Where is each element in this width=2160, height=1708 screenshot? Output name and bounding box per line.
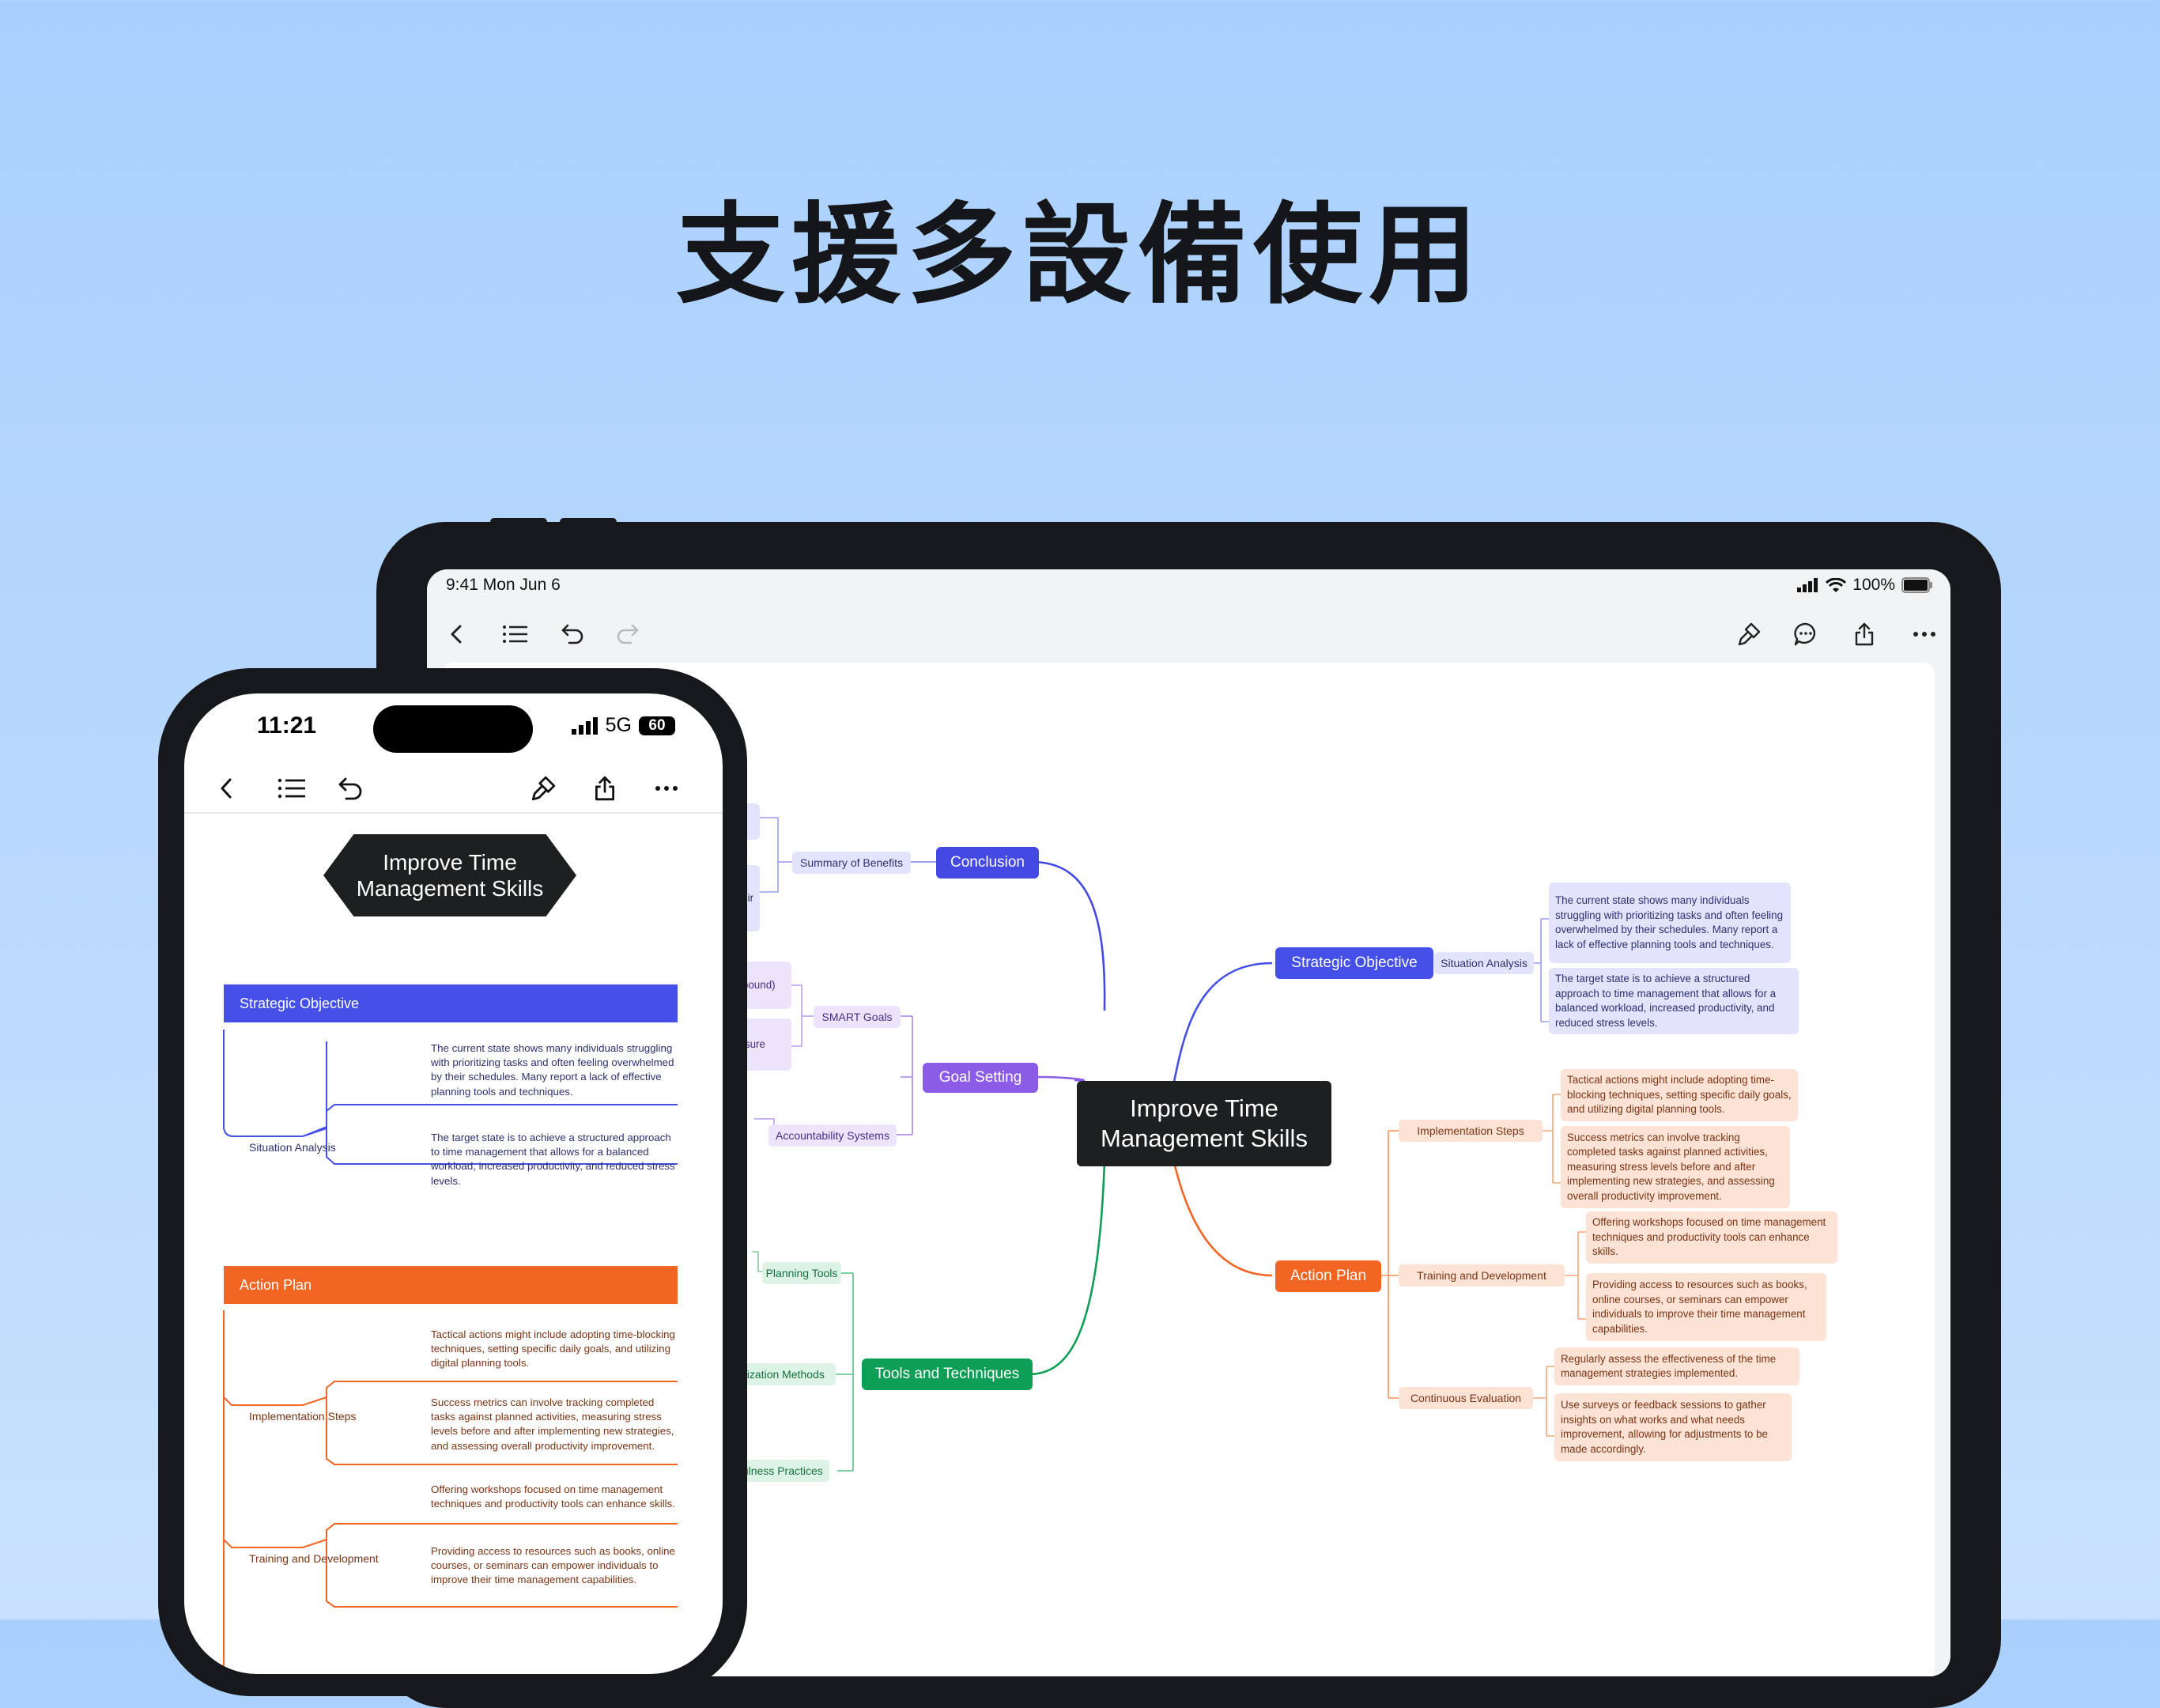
subtopic-implementation-steps[interactable]: Implementation Steps bbox=[1399, 1120, 1543, 1142]
phone-providing-access[interactable]: Providing access to resources such as bo… bbox=[431, 1545, 675, 1586]
phone-implementation-steps[interactable]: Implementation Steps bbox=[249, 1410, 357, 1423]
subtopic-mindfulness-practices[interactable]: dfulness Practices bbox=[727, 1460, 829, 1482]
phone-tactical-actions[interactable]: Tactical actions might include adopting … bbox=[431, 1328, 675, 1370]
share-icon bbox=[595, 776, 615, 801]
undo-button[interactable] bbox=[553, 615, 591, 653]
back-button[interactable] bbox=[438, 615, 476, 653]
more-button[interactable] bbox=[1905, 615, 1943, 653]
outline-button[interactable] bbox=[497, 615, 534, 653]
section-action-plan[interactable]: Action Plan bbox=[224, 1266, 678, 1304]
phone-situation-analysis[interactable]: Situation Analysis bbox=[249, 1141, 336, 1154]
ellipsis-icon bbox=[655, 786, 678, 791]
phone-central-topic[interactable]: Improve Time Management Skills bbox=[323, 834, 576, 916]
battery-icon: 60 bbox=[639, 716, 675, 735]
list-icon bbox=[503, 625, 527, 643]
topic-goal-setting[interactable]: Goal Setting bbox=[923, 1063, 1038, 1093]
battery-icon bbox=[1901, 577, 1932, 593]
share-button[interactable] bbox=[1845, 615, 1883, 653]
phone-offering-workshops[interactable]: Offering workshops focused on time manag… bbox=[431, 1483, 675, 1510]
undo-icon bbox=[338, 777, 362, 800]
phone-clock: 11:21 bbox=[257, 712, 317, 739]
wifi-icon bbox=[1826, 577, 1847, 592]
phone-share-button[interactable] bbox=[586, 769, 624, 807]
format-button[interactable] bbox=[1730, 615, 1768, 653]
subtopic-accountability-systems[interactable]: Accountability Systems bbox=[768, 1124, 897, 1147]
subtopic-situation-analysis[interactable]: Situation Analysis bbox=[1434, 952, 1534, 974]
list-icon bbox=[278, 778, 305, 799]
topic-strategic-objective[interactable]: Strategic Objective bbox=[1275, 947, 1433, 979]
topic-conclusion[interactable]: Conclusion bbox=[936, 847, 1039, 879]
undo-icon bbox=[561, 624, 583, 644]
tablet-battery-label: 100% bbox=[1852, 576, 1895, 594]
phone-success-metrics[interactable]: Success metrics can involve tracking com… bbox=[431, 1396, 674, 1452]
network-label: 5G bbox=[605, 714, 632, 736]
chevron-left-icon bbox=[451, 625, 462, 644]
phone-more-button[interactable] bbox=[648, 769, 685, 807]
signal-icon bbox=[1797, 578, 1818, 592]
leaf-target-state[interactable]: The target state is to achieve a structu… bbox=[1549, 968, 1799, 1034]
subtopic-continuous-evaluation[interactable]: Continuous Evaluation bbox=[1399, 1387, 1533, 1409]
paintbrush-icon bbox=[1738, 622, 1761, 646]
toolbar-divider bbox=[184, 812, 723, 814]
headline: 支援多設備使用 bbox=[675, 191, 1484, 319]
phone-back-button[interactable] bbox=[208, 769, 246, 807]
chevron-left-icon bbox=[221, 778, 232, 799]
phone-format-button[interactable] bbox=[524, 769, 562, 807]
phone-outline-button[interactable] bbox=[273, 769, 311, 807]
dynamic-island bbox=[373, 705, 533, 753]
tablet-status-bar: 9:41 Mon Jun 6 100% bbox=[427, 569, 1950, 604]
comment-button[interactable] bbox=[1787, 615, 1825, 653]
phone-current-state[interactable]: The current state shows many individuals… bbox=[431, 1042, 674, 1098]
ellipsis-icon bbox=[1913, 632, 1935, 637]
phone-toolbar bbox=[184, 763, 723, 815]
central-topic[interactable]: Improve Time Management Skills bbox=[1077, 1081, 1331, 1166]
subtopic-smart-goals[interactable]: SMART Goals bbox=[814, 1006, 901, 1028]
leaf-success-metrics[interactable]: Success metrics can involve tracking com… bbox=[1561, 1126, 1790, 1208]
leaf-current-state[interactable]: The current state shows many individuals… bbox=[1549, 882, 1791, 963]
phone-status-right: 5G 60 bbox=[571, 714, 675, 737]
redo-icon bbox=[617, 624, 639, 644]
phone-undo-button[interactable] bbox=[331, 769, 369, 807]
share-icon bbox=[1855, 622, 1874, 646]
leaf-tactical-actions[interactable]: Tactical actions might include adopting … bbox=[1561, 1069, 1798, 1121]
subtopic-planning-tools[interactable]: Planning Tools bbox=[762, 1262, 841, 1284]
section-strategic-objective[interactable]: Strategic Objective bbox=[224, 984, 678, 1022]
tablet-clock: 9:41 Mon Jun 6 bbox=[446, 576, 561, 594]
tablet-toolbar bbox=[427, 604, 1950, 664]
phone-screen: 11:21 5G 60 Improve Time Management Skil… bbox=[184, 693, 723, 1674]
leaf-use-surveys[interactable]: Use surveys or feedback sessions to gath… bbox=[1554, 1393, 1792, 1461]
phone-target-state[interactable]: The target state is to achieve a structu… bbox=[431, 1132, 675, 1187]
subtopic-summary-of-benefits[interactable]: Summary of Benefits bbox=[792, 852, 911, 874]
phone-battery-label: 60 bbox=[648, 716, 666, 734]
signal-icon bbox=[571, 716, 598, 735]
topic-tools-and-techniques[interactable]: Tools and Techniques bbox=[862, 1358, 1033, 1390]
topic-action-plan[interactable]: Action Plan bbox=[1275, 1260, 1381, 1292]
subtopic-training-and-development[interactable]: Training and Development bbox=[1399, 1264, 1565, 1287]
comment-icon bbox=[1794, 622, 1816, 646]
phone-outline-connectors bbox=[223, 1030, 678, 1674]
leaf-offering-workshops[interactable]: Offering workshops focused on time manag… bbox=[1586, 1211, 1837, 1264]
leaf-regularly-assess[interactable]: Regularly assess the effectiveness of th… bbox=[1554, 1347, 1799, 1385]
leaf-providing-access[interactable]: Providing access to resources such as bo… bbox=[1586, 1273, 1826, 1341]
paintbrush-icon bbox=[531, 776, 556, 801]
redo-button[interactable] bbox=[609, 615, 647, 653]
phone-training-and-development[interactable]: Training and Development bbox=[249, 1552, 379, 1565]
